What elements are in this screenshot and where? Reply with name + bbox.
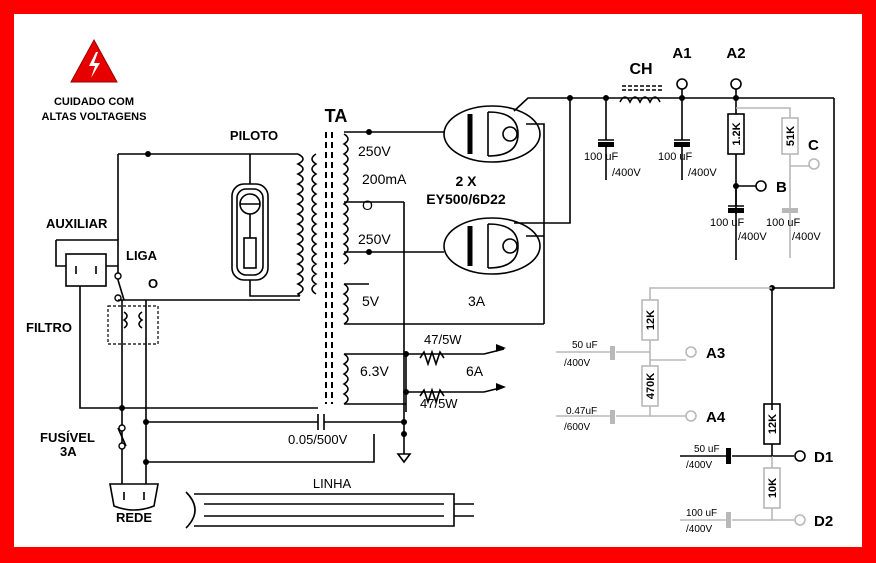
cap-main-label: 0.05/500V	[288, 432, 348, 447]
resistor-47-b-icon	[419, 387, 445, 405]
fusivel-rating: 3A	[60, 444, 77, 459]
ca3-voltage: /400V	[564, 358, 590, 369]
tubes-model: EY500/6D22	[426, 191, 506, 207]
r-470k-label: 470K	[645, 373, 657, 399]
choke-icon	[619, 85, 662, 104]
c4-value: 100 uF	[766, 217, 801, 229]
d1-terminal	[794, 450, 806, 462]
b-terminal	[755, 180, 767, 192]
a3-terminal	[685, 346, 697, 358]
d1-label: D1	[814, 449, 833, 466]
tap-6-3v: 6.3V	[360, 363, 389, 379]
r-12k-d-label: 12K	[767, 414, 779, 434]
resistor-470k-icon	[641, 365, 659, 407]
auxiliar-label: AUXILIAR	[46, 216, 108, 231]
linha-label: LINHA	[313, 476, 352, 491]
capacitor-c3-icon	[728, 186, 744, 260]
capacitor-a3-icon	[610, 346, 615, 360]
a2-label: A2	[726, 45, 745, 62]
a4-label: A4	[706, 409, 726, 426]
c4-voltage: /400V	[792, 231, 821, 243]
c3-voltage: /400V	[738, 231, 767, 243]
capacitor-c4-icon	[782, 208, 798, 213]
resistor-10k-icon	[763, 467, 781, 509]
ta-label: TA	[325, 106, 348, 126]
c2-value: 100 uF	[658, 151, 693, 163]
ca4-value: 0.47uF	[566, 406, 597, 417]
r-1-2k-label: 1.2K	[731, 122, 743, 145]
a1-label: A1	[672, 45, 691, 62]
filter-box-icon	[107, 305, 159, 345]
capacitor-a4-icon	[610, 410, 615, 424]
power-supply-schematic: CUIDADO COM ALTAS VOLTAGENS PILOTO TA 25…	[26, 38, 835, 535]
r-12k-a3-label: 12K	[645, 310, 657, 330]
liga-switch-icon	[114, 272, 125, 302]
tap-200ma: 200mA	[362, 171, 407, 187]
tubes-count: 2 X	[455, 173, 477, 189]
ca3-value: 50 uF	[572, 340, 598, 351]
c-terminal	[808, 158, 820, 170]
capacitor-d1-icon	[726, 448, 731, 464]
r-51k-label: 51K	[785, 126, 797, 146]
choke-label: CH	[629, 61, 652, 78]
transformer-core-icon	[325, 132, 333, 404]
piloto-label: PILOTO	[230, 128, 278, 143]
aux-outlet-icon	[65, 253, 107, 287]
liga-label: LIGA	[126, 248, 158, 263]
a1-terminal	[676, 78, 688, 90]
resistor-47-a-icon	[419, 349, 445, 367]
warning-line2: ALTAS VOLTAGENS	[42, 111, 147, 123]
ca4-voltage: /600V	[564, 422, 590, 433]
d2-terminal	[794, 514, 806, 526]
schematic-frame: CUIDADO COM ALTAS VOLTAGENS PILOTO TA 25…	[14, 14, 862, 547]
b-label: B	[776, 179, 787, 196]
rectifier-tube-2-icon	[443, 217, 541, 275]
c3-value: 100 uF	[710, 217, 745, 229]
res-47-a-label: 47/5W	[424, 332, 462, 347]
d2-label: D2	[814, 513, 833, 530]
tap-3a: 3A	[468, 293, 486, 309]
c1-voltage: /400V	[612, 167, 641, 179]
warning-line1: CUIDADO COM	[54, 96, 134, 108]
capacitor-d2-icon	[726, 512, 731, 528]
resistor-51k-icon	[781, 117, 799, 155]
tap-6a: 6A	[466, 363, 484, 379]
tap-250v-bottom: 250V	[358, 231, 391, 247]
power-cord-icon	[185, 491, 474, 529]
fuse-icon	[117, 424, 127, 450]
tap-250v-top: 250V	[358, 143, 391, 159]
capacitor-c2-icon	[674, 98, 690, 180]
rede-label: REDE	[116, 510, 152, 525]
c2-voltage: /400V	[688, 167, 717, 179]
pilot-lamp-icon	[231, 183, 269, 281]
tap-5v: 5V	[362, 293, 380, 309]
a3-label: A3	[706, 345, 725, 362]
cd2-voltage: /400V	[686, 524, 712, 535]
r-10k-label: 10K	[767, 478, 779, 498]
filtro-label: FILTRO	[26, 320, 72, 335]
rede-plug-icon	[109, 483, 159, 511]
res-47-b-label: 47/5W	[420, 396, 458, 411]
high-voltage-warning-icon	[70, 38, 118, 83]
fusivel-label: FUSÍVEL	[40, 430, 95, 445]
hv-secondary-icon	[342, 133, 349, 265]
pilot-coil-icon	[296, 153, 304, 297]
tap-center: O	[362, 197, 373, 213]
c-label: C	[808, 137, 819, 154]
c1-value: 100 uF	[584, 151, 619, 163]
cd1-voltage: /400V	[686, 460, 712, 471]
rectifier-tube-1-icon	[443, 105, 541, 163]
resistor-1-2k-icon	[727, 113, 745, 155]
capacitor-c1-icon	[598, 98, 614, 180]
a2-terminal	[730, 78, 742, 90]
liga-off-label: O	[148, 276, 158, 291]
a4-terminal	[685, 410, 697, 422]
ground-icon	[396, 453, 412, 464]
cd2-value: 100 uF	[686, 508, 717, 519]
cd1-value: 50 uF	[694, 444, 720, 455]
